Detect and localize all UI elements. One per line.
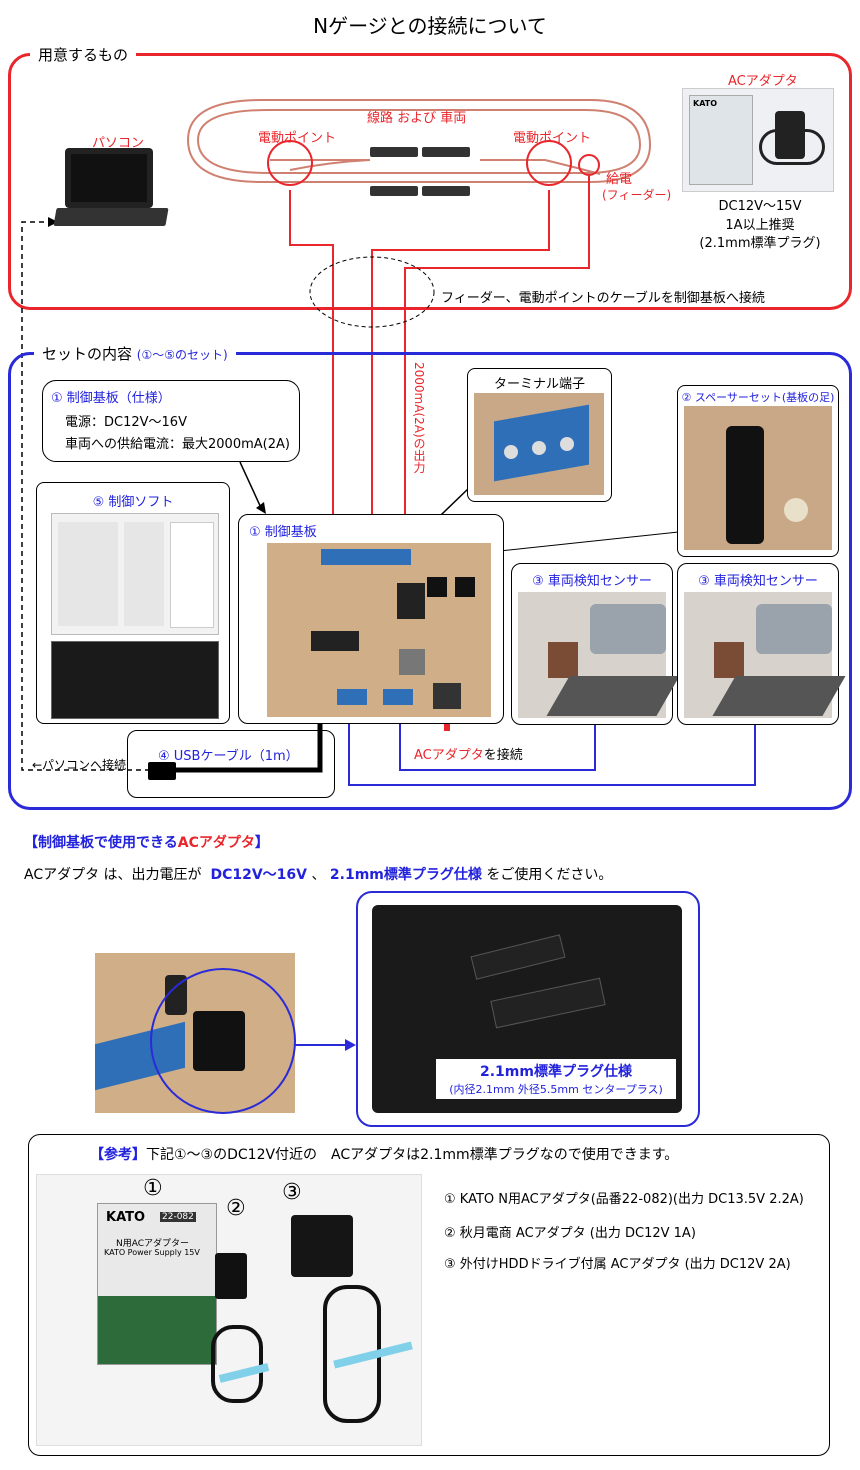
point-left-label: 電動ポイント (258, 131, 337, 146)
sensor-label-1: ③ 車両検知センサー (532, 574, 652, 589)
usb-box: ④ USBケーブル（1m） (127, 730, 335, 798)
kato-logo-text: KATO (106, 1210, 146, 1225)
blue-sensor-cables (348, 700, 756, 786)
adapter-connect-label: ACアダプタを接続 (414, 748, 523, 763)
page-title: Nゲージとの接続について (313, 14, 547, 38)
spec-current: 車両への供給電流：最大2000mA(2A) (65, 437, 290, 452)
sensor-label-2: ③ 車両検知センサー (698, 574, 818, 589)
track-label: 線路 および 車両 (367, 111, 467, 126)
prepare-section-box (8, 53, 852, 310)
sensor-box-1: ③ 車両検知センサー (511, 563, 680, 725)
usb-plug (148, 762, 176, 780)
left-point-circle (267, 140, 313, 186)
adapter-title: ACアダプタ (728, 74, 798, 89)
feeder-circle (578, 154, 600, 176)
set-section-box (8, 352, 852, 810)
kato-code: 22-082 (160, 1212, 196, 1222)
software-screenshot-2 (51, 641, 219, 719)
software-label: ⑤ 制御ソフト (92, 495, 174, 510)
pc-connect-label: ←パソコンへ接続 (32, 758, 127, 772)
software-box: ⑤ 制御ソフト (36, 482, 230, 724)
adapter-heading: 【制御基板で使用できるACアダプタ】 (24, 835, 269, 851)
reference-photo: KATO 22-082 N用ACアダプター KATO Power Supply … (36, 1174, 422, 1446)
prepare-section-label: 用意するもの (30, 44, 137, 65)
spacer-label: ② スペーサーセット(基板の足) (681, 391, 835, 404)
point-right-label: 電動ポイント (513, 131, 592, 146)
sensor-photo-1 (518, 592, 680, 718)
photo-num-3: ③ (282, 1180, 302, 1205)
reference-item-1: ① KATO N用ACアダプタ(品番22-082)(出力 DC13.5V 2.2… (444, 1192, 804, 1207)
red-cables (289, 176, 590, 538)
terminal-photo (474, 393, 604, 495)
sensor-photo-2 (684, 592, 846, 718)
board-photo (267, 543, 491, 717)
kato-box-text: N用ACアダプター (116, 1239, 190, 1249)
pc-label: パソコン (92, 136, 145, 151)
spacer-photo (684, 406, 832, 550)
spec-power: 電源：DC12V〜16V (65, 415, 187, 430)
photo-num-2: ② (226, 1196, 246, 1221)
software-screenshot-1 (51, 513, 219, 635)
reference-item-3: ③ 外付けHDDドライブ付属 ACアダプタ (出力 DC12V 2A) (444, 1257, 791, 1272)
adapter-spec-2: 1A以上推奨 (725, 218, 795, 233)
feeder-label: 給電 (606, 172, 633, 187)
reference-heading: 【参考】下記①〜③のDC12V付近の ACアダプタは2.1mm標準プラグなので使… (90, 1147, 679, 1163)
spec-callout: ① 制御基板（仕様） 電源：DC12V〜16V 車両への供給電流：最大2000m… (42, 380, 300, 462)
board-label: ① 制御基板 (249, 525, 317, 540)
plug-sub: (内径2.1mm 外径5.5mm センタープラス) (449, 1083, 663, 1096)
cable-note: フィーダー、電動ポイントのケーブルを制御基板へ接続 (441, 291, 765, 306)
photo-num-1: ① (143, 1176, 163, 1201)
adapter-spec-1: DC12V〜15V (718, 199, 802, 214)
pc-connection-dash (21, 221, 150, 771)
plug-photo-box: 2.1mm標準プラグ仕様 (内径2.1mm 外径5.5mm センタープラス) (356, 891, 700, 1127)
usb-label: ④ USBケーブル（1m） (158, 749, 299, 764)
set-section-label: セットの内容 (①〜⑤のセット) (34, 343, 236, 364)
adapter-spec-3: (2.1mm標準プラグ) (699, 236, 821, 251)
plug-title: 2.1mm標準プラグ仕様 (480, 1064, 632, 1080)
cable-group-ellipse (309, 256, 435, 328)
feeder-sub-label: (フィーダー) (602, 188, 672, 202)
terminal-photo-box: ターミナル端子 (467, 368, 612, 502)
spacer-photo-box: ② スペーサーセット(基板の足) (677, 385, 839, 557)
reference-item-2: ② 秋月電商 ACアダプタ (出力 DC12V 1A) (444, 1226, 696, 1241)
laptop-image (53, 148, 170, 233)
sensor-box-2: ③ 車両検知センサー (677, 563, 846, 725)
kato-box-text-2: KATO Power Supply 15V (104, 1248, 200, 1257)
output-label: 2000mA(2A)の出力 (412, 362, 426, 474)
board-box: ① 制御基板 (238, 514, 504, 724)
right-point-circle (526, 140, 572, 186)
plug-caption: 2.1mm標準プラグ仕様 (内径2.1mm 外径5.5mm センタープラス) (436, 1059, 676, 1099)
adapter-requirement: ACアダプタ は、出力電圧が DC12V〜16V 、 2.1mm標準プラグ仕様 … (24, 867, 613, 883)
spec-title: ① 制御基板（仕様） (51, 391, 171, 406)
terminal-label: ターミナル端子 (493, 377, 585, 392)
adapter-photo: KATO (682, 88, 834, 192)
train-cars (370, 147, 470, 196)
jack-highlight-circle (150, 968, 296, 1114)
